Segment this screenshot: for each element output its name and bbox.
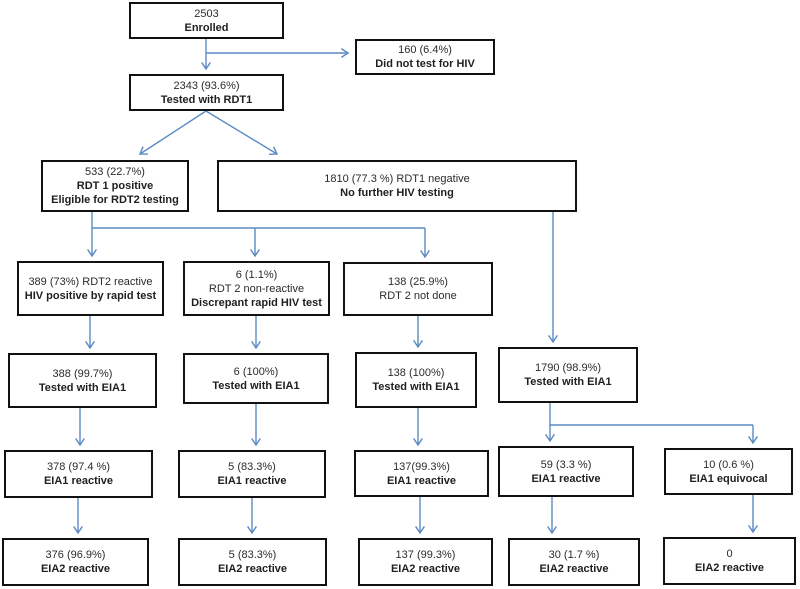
node-eia1-reactive-a: 378 (97.4 %) EIA1 reactive bbox=[4, 450, 153, 498]
node-enrolled-value: 2503 bbox=[194, 7, 219, 20]
node-eia2-reactive-a-label: EIA2 reactive bbox=[40, 563, 111, 575]
node-rdt2-nonreactive-value: 6 (1.1%) bbox=[235, 268, 278, 281]
node-eia1-reactive-d-label: EIA1 reactive bbox=[531, 472, 601, 485]
node-rdt2-not-done-value: 138 (25.9%) bbox=[388, 276, 448, 288]
node-eia2-reactive-d-label: EIA2 reactive bbox=[539, 563, 609, 575]
node-eia1-tested-a-value: 388 (99.7%) bbox=[52, 367, 113, 380]
node-tested-rdt1-value: 2343 (93.6%) bbox=[173, 79, 240, 92]
node-rdt2-reactive-value: 389 (73%) RDT2 reactive bbox=[28, 275, 153, 288]
node-eia2-reactive-b: 5 (83.3%) EIA2 reactive bbox=[178, 538, 327, 586]
node-eia1-reactive-b: 5 (83.3%) EIA1 reactive bbox=[178, 450, 326, 498]
node-eia1-tested-b: 6 (100%) Tested with EIA1 bbox=[183, 353, 329, 404]
node-tested-rdt1: 2343 (93.6%) Tested with RDT1 bbox=[129, 74, 284, 111]
node-eia1-tested-c: 138 (100%) Tested with EIA1 bbox=[355, 352, 477, 408]
node-did-not-test-value: 160 (6.4%) bbox=[398, 44, 452, 56]
node-eia2-reactive-d-value: 30 (1.7 %) bbox=[548, 549, 600, 561]
node-rdt2-nonreactive-sublabel: Discrepant rapid HIV test bbox=[191, 296, 322, 309]
node-rdt2-reactive: 389 (73%) RDT2 reactive HIV positive by … bbox=[17, 261, 164, 316]
node-eia2-reactive-e-value: 0 bbox=[726, 548, 733, 560]
node-eia2-reactive-e: 0 EIA2 reactive bbox=[663, 537, 796, 585]
node-rdt1-negative-label: No further HIV testing bbox=[340, 187, 454, 199]
node-eia1-tested-d: 1790 (98.9%) Tested with EIA1 bbox=[498, 347, 638, 403]
node-eia1-reactive-b-value: 5 (83.3%) bbox=[228, 461, 276, 473]
node-eia2-reactive-b-label: EIA2 reactive bbox=[217, 563, 288, 575]
node-eia1-reactive-c: 137(99.3%) EIA1 reactive bbox=[354, 450, 489, 497]
node-rdt2-not-done: 138 (25.9%) RDT 2 not done bbox=[343, 262, 493, 316]
node-eia1-reactive-c-value: 137(99.3%) bbox=[393, 460, 450, 473]
node-eia1-reactive-c-label: EIA1 reactive bbox=[386, 474, 457, 487]
node-did-not-test: 160 (6.4%) Did not test for HIV bbox=[355, 39, 495, 75]
node-eia2-reactive-d: 30 (1.7 %) EIA2 reactive bbox=[508, 538, 640, 586]
node-enrolled-label: Enrolled bbox=[184, 21, 229, 34]
node-eia1-equivocal-label: EIA1 equivocal bbox=[689, 472, 768, 485]
node-rdt2-nonreactive: 6 (1.1%) RDT 2 non-reactive Discrepant r… bbox=[183, 261, 330, 316]
node-eia1-tested-b-label: Tested with EIA1 bbox=[212, 379, 300, 392]
node-eia2-reactive-c-value: 137 (99.3%) bbox=[395, 549, 456, 561]
node-eia2-reactive-e-label: EIA2 reactive bbox=[694, 562, 765, 574]
node-eia1-equivocal-value: 10 (0.6 %) bbox=[703, 458, 754, 471]
node-eia1-tested-c-label: Tested with EIA1 bbox=[372, 381, 460, 393]
node-eia1-tested-d-value: 1790 (98.9%) bbox=[534, 362, 602, 374]
node-eia1-equivocal: 10 (0.6 %) EIA1 equivocal bbox=[664, 448, 793, 495]
node-rdt2-reactive-label: HIV positive by rapid test bbox=[24, 289, 157, 302]
node-eia2-reactive-c-label: EIA2 reactive bbox=[390, 563, 461, 575]
node-eia1-tested-b-value: 6 (100%) bbox=[233, 365, 279, 378]
node-tested-rdt1-label: Tested with RDT1 bbox=[160, 93, 253, 106]
node-eia1-reactive-a-value: 378 (97.4 %) bbox=[47, 461, 110, 473]
node-eia1-tested-d-label: Tested with EIA1 bbox=[524, 376, 612, 388]
node-eia2-reactive-b-value: 5 (83.3%) bbox=[228, 549, 277, 561]
node-eia1-tested-a-label: Tested with EIA1 bbox=[38, 381, 127, 394]
node-rdt1-positive-value: 533 (22.7%) bbox=[85, 166, 145, 178]
node-rdt1-positive-label: RDT 1 positive bbox=[76, 180, 154, 192]
node-rdt1-negative-value: 1810 (77.3 %) RDT1 negative bbox=[324, 173, 470, 185]
node-rdt2-not-done-label: RDT 2 not done bbox=[379, 290, 457, 302]
node-rdt1-positive: 533 (22.7%) RDT 1 positive Eligible for … bbox=[41, 160, 189, 212]
node-did-not-test-label: Did not test for HIV bbox=[375, 58, 475, 70]
node-rdt2-nonreactive-label: RDT 2 non-reactive bbox=[208, 282, 305, 295]
node-eia1-reactive-d-value: 59 (3.3 %) bbox=[540, 458, 592, 471]
node-rdt1-positive-sublabel: Eligible for RDT2 testing bbox=[51, 194, 179, 206]
node-eia1-reactive-d: 59 (3.3 %) EIA1 reactive bbox=[498, 446, 634, 497]
node-eia1-tested-c-value: 138 (100%) bbox=[387, 367, 445, 379]
node-eia2-reactive-c: 137 (99.3%) EIA2 reactive bbox=[358, 538, 493, 586]
node-eia1-reactive-b-label: EIA1 reactive bbox=[217, 475, 287, 487]
node-eia2-reactive-a-value: 376 (96.9%) bbox=[45, 549, 106, 561]
node-eia1-tested-a: 388 (99.7%) Tested with EIA1 bbox=[8, 353, 157, 408]
node-eia2-reactive-a: 376 (96.9%) EIA2 reactive bbox=[2, 538, 149, 586]
node-eia1-reactive-a-label: EIA1 reactive bbox=[43, 475, 114, 487]
node-enrolled: 2503 Enrolled bbox=[129, 2, 284, 39]
node-rdt1-negative: 1810 (77.3 %) RDT1 negative No further H… bbox=[217, 160, 577, 212]
